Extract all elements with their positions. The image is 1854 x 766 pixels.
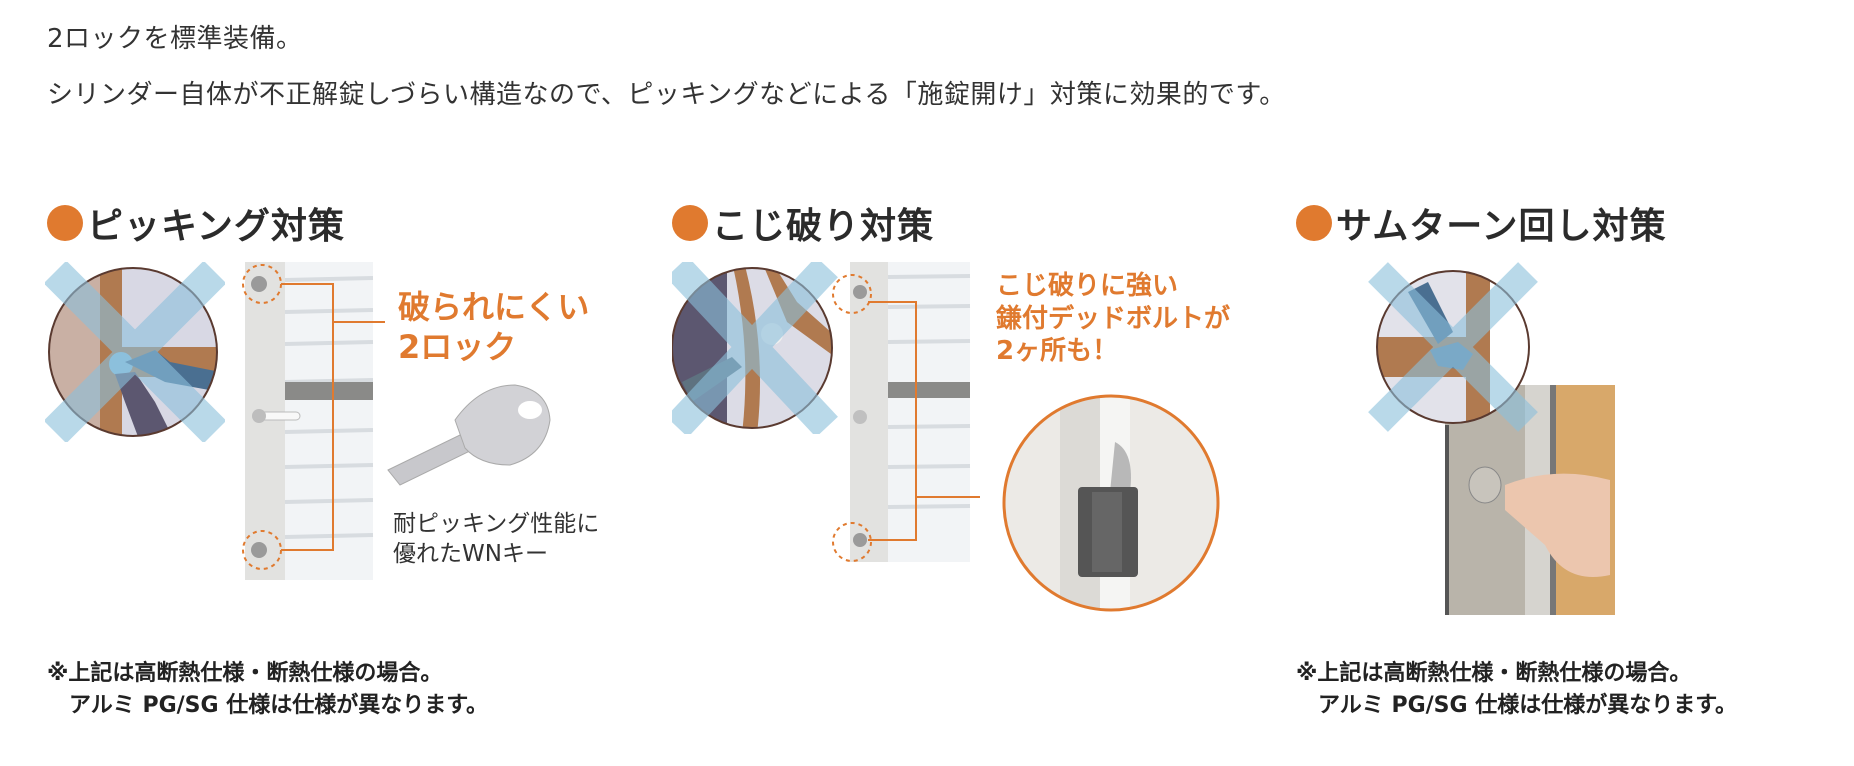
spec-note-left: ※上記は高断熱仕様・断熱仕様の場合。 アルミ PG/SG 仕様は仕様が異なります…	[47, 661, 489, 718]
thumbturn-door-photo	[1445, 385, 1615, 615]
picking-callout-line-1: 破られにくい	[398, 288, 590, 326]
picking-caption-line-2: 優れたWNキー	[393, 540, 548, 567]
intro-line-2: シリンダー自体が不正解錠しづらい構造なので、ピッキングなどによる「施錠開け」対策…	[47, 80, 1286, 110]
intro-line-1: 2ロックを標準装備。	[47, 24, 303, 54]
section-title-text: サムターン回し対策	[1336, 206, 1667, 247]
section-title-text: こじ破り対策	[712, 206, 935, 247]
wn-key-illustration	[387, 384, 551, 486]
picking-callout: 破られにくい 2ロック	[398, 287, 589, 367]
orange-dot-icon	[47, 205, 83, 241]
thumbturn-prohibited-illustration	[1368, 262, 1538, 432]
prying-callout-line-1: こじ破りに強い	[996, 271, 1179, 301]
deadbolt-closeup-illustration	[1002, 394, 1220, 612]
picking-callout-line-2: 2ロック	[398, 328, 517, 366]
prying-callout-line-3: 2ヶ所も！	[996, 336, 1119, 366]
orange-dot-icon	[1296, 205, 1332, 241]
section-title-prying: こじ破り対策	[672, 197, 934, 249]
prying-callout: こじ破りに強い 鎌付デッドボルトが 2ヶ所も！	[996, 270, 1230, 368]
section-title-thumbturn: サムターン回し対策	[1296, 197, 1666, 249]
orange-dot-icon	[672, 205, 708, 241]
picking-prohibited-illustration	[45, 262, 225, 442]
prying-prohibited-illustration	[672, 262, 838, 434]
picking-caption: 耐ピッキング性能に 優れたWNキー	[393, 510, 599, 570]
door-frame-deadbolts-illustration	[832, 262, 980, 562]
section-title-picking: ピッキング対策	[47, 197, 345, 249]
section-title-text: ピッキング対策	[87, 206, 345, 247]
prying-callout-line-2: 鎌付デッドボルトが	[996, 303, 1231, 334]
door-frame-two-locks-illustration	[242, 262, 385, 580]
spec-note-right: ※上記は高断熱仕様・断熱仕様の場合。 アルミ PG/SG 仕様は仕様が異なります…	[1296, 661, 1738, 718]
picking-caption-line-1: 耐ピッキング性能に	[393, 511, 600, 537]
